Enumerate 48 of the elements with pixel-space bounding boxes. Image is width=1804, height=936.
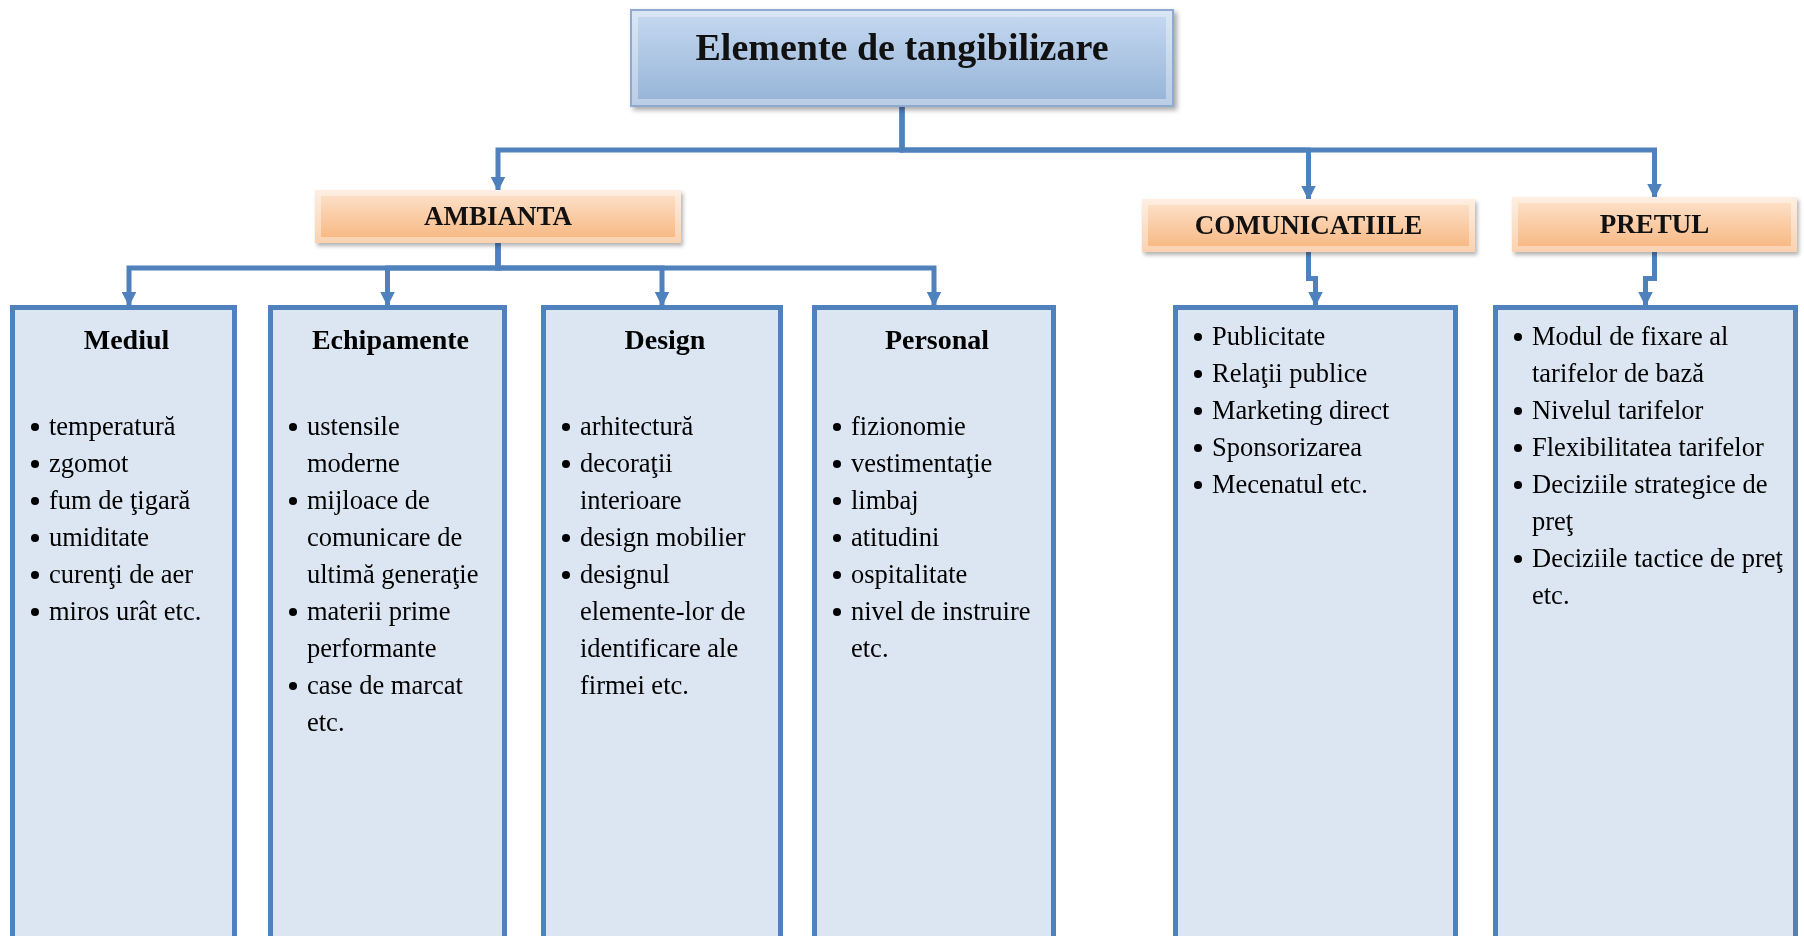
- list-box: [1173, 305, 1458, 936]
- list-item: nivel de instruire etc.: [831, 593, 1043, 667]
- list-item: Mecenatul etc.: [1192, 466, 1445, 503]
- list-item: Modul de fixare al tarifelor de bază: [1512, 318, 1785, 392]
- list-item: fizionomie: [831, 408, 1043, 445]
- list-item: arhitectură: [560, 408, 770, 445]
- list-item: temperatură: [29, 408, 224, 445]
- list-item: Publicitate: [1192, 318, 1445, 355]
- connector-arrow: [899, 107, 1662, 199]
- category-label: AMBIANTA: [424, 201, 572, 232]
- list-item: curenţi de aer: [29, 556, 224, 593]
- list-item: ospitalitate: [831, 556, 1043, 593]
- list-item: Nivelul tarifelor: [1512, 392, 1785, 429]
- list-item: Deciziile strategice de preţ: [1512, 466, 1785, 540]
- connector-arrow: [495, 243, 942, 307]
- list-item: fum de ţigară: [29, 482, 224, 519]
- list-item: Deciziile tactice de preţ etc.: [1512, 540, 1785, 614]
- list-item: case de marcat etc.: [287, 667, 494, 741]
- category-box: [1142, 199, 1475, 252]
- list-item: umiditate: [29, 519, 224, 556]
- category-box: [1512, 197, 1797, 252]
- list-item: designul elemente-lor de identificare ale firmei etc.: [560, 556, 770, 704]
- list-item: vestimentaţie: [831, 445, 1043, 482]
- list-item: Relaţii publice: [1192, 355, 1445, 392]
- list-box: [541, 305, 783, 936]
- connector-arrow: [1306, 252, 1323, 307]
- list-item: atitudini: [831, 519, 1043, 556]
- list-box: [812, 305, 1056, 936]
- connector-arrow: [1638, 252, 1657, 307]
- list-item: miros urât etc.: [29, 593, 224, 630]
- list-item: zgomot: [29, 445, 224, 482]
- list-item: design mobilier: [560, 519, 770, 556]
- title-box: [630, 9, 1174, 107]
- list-box: [268, 305, 507, 936]
- title-text: Elemente de tangibilizare: [695, 25, 1109, 69]
- category-label: PRETUL: [1599, 209, 1710, 240]
- list-item: limbaj: [831, 482, 1043, 519]
- list-box: [1493, 305, 1798, 936]
- box-heading: Personal: [883, 324, 991, 356]
- list-item: Sponsorizarea: [1192, 429, 1445, 466]
- list-item: Marketing direct: [1192, 392, 1445, 429]
- category-box: [315, 190, 681, 243]
- box-heading: Echipamente: [310, 324, 471, 356]
- box-heading: Mediul: [82, 324, 171, 356]
- box-heading: Design: [623, 324, 707, 356]
- category-label: COMUNICATIILE: [1194, 210, 1423, 241]
- list-item: Flexibilitatea tarifelor: [1512, 429, 1785, 466]
- list-box: [10, 305, 237, 936]
